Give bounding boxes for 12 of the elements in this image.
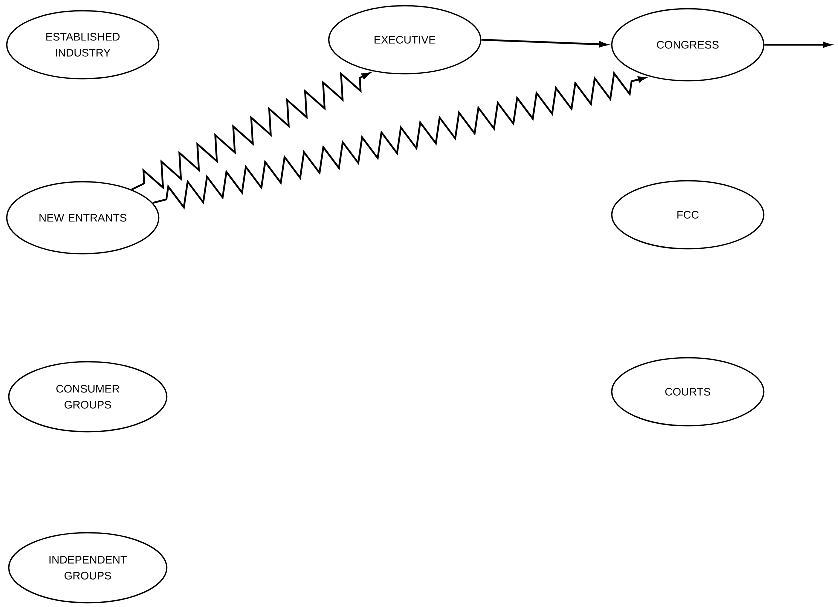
- ellipse-node: INDEPENDENT GROUPS: [8, 532, 168, 604]
- ellipse-node: FCC: [611, 180, 765, 250]
- ellipse-node: CONGRESS: [611, 8, 765, 82]
- arrow: [482, 39, 608, 48]
- ellipse-node: ESTABLISHED INDUSTRY: [6, 10, 160, 80]
- ellipse-node: NEW ENTRANTS: [6, 181, 160, 255]
- ellipse-node: EXECUTIVE: [328, 5, 482, 75]
- zigzag-arrow: [132, 72, 370, 191]
- arrow: [764, 42, 832, 48]
- zigzag-arrow: [152, 71, 646, 210]
- ellipse-node: CONSUMER GROUPS: [8, 361, 168, 433]
- ellipse-node: COURTS: [611, 357, 765, 427]
